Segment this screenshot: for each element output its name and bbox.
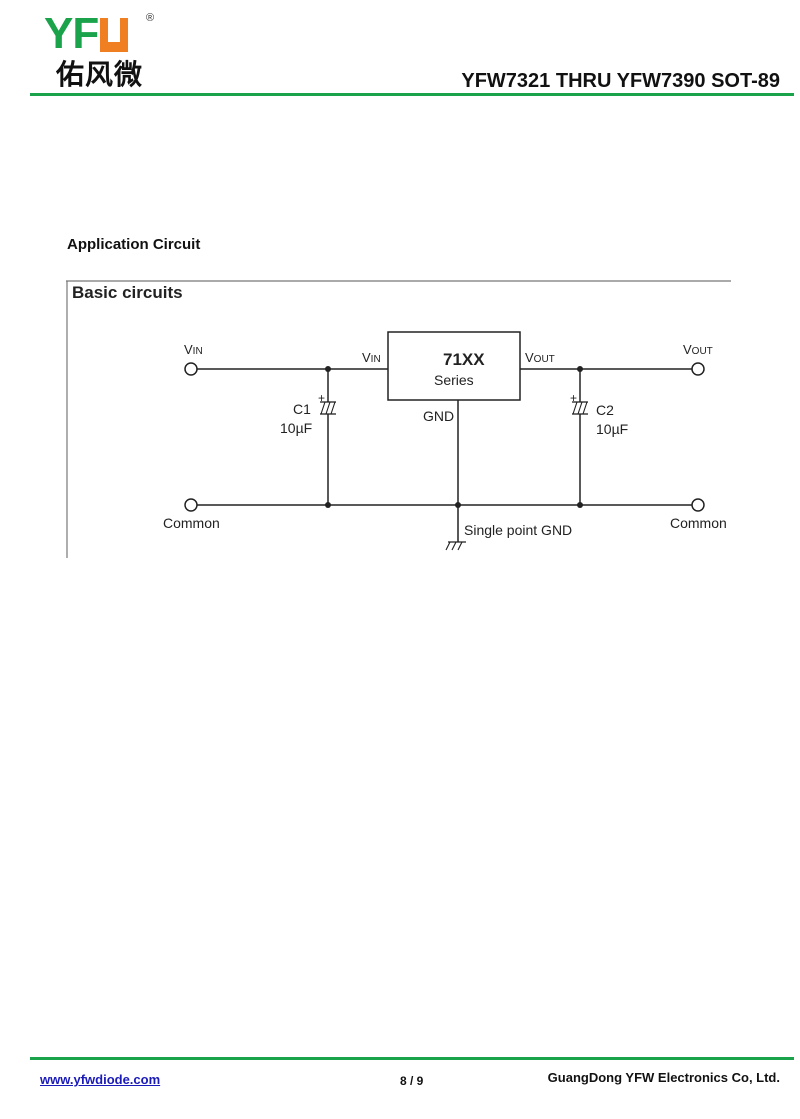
common-right-label: Common (670, 515, 727, 531)
ic-gnd-pin-label: GND (423, 408, 455, 424)
common-terminal-left (184, 498, 198, 512)
label-main: V (683, 342, 692, 357)
c1-polarity: + (318, 391, 326, 405)
label-main: V (525, 350, 534, 365)
regulator-ic-box (387, 331, 521, 401)
website-link[interactable]: www.yfwdiode.com (40, 1072, 161, 1087)
single-point-gnd-label: Single point GND (464, 522, 573, 538)
label-main: V (184, 342, 193, 357)
vin-terminal (184, 362, 198, 376)
section-title: Application Circuit (67, 236, 201, 253)
circuit-box-title: Basic circuits (72, 283, 183, 302)
company-name: GuangDong YFW Electronics Co, Ltd. (547, 1070, 780, 1085)
page-number: 8 / 9 (400, 1074, 424, 1088)
label-subscript: IN (192, 346, 203, 357)
registered-mark: ® (146, 12, 155, 24)
logo-chinese-name: 佑风微 (56, 58, 144, 91)
c2-value: 10µF (596, 421, 629, 437)
label-subscript: IN (370, 354, 381, 365)
c1-value: 10µF (280, 420, 313, 436)
common-left-label: Common (163, 515, 220, 531)
ic-part-number: 71XX (443, 350, 485, 369)
label-main: V (362, 350, 371, 365)
header-divider (30, 93, 794, 96)
footer-divider (30, 1057, 794, 1060)
logo-text: YF (44, 9, 99, 58)
common-terminal-right (691, 498, 705, 512)
company-logo: YF ® 佑风微 (44, 12, 164, 92)
c2-name: C2 (596, 402, 614, 418)
vout-terminal (691, 362, 705, 376)
label-subscript: OUT (533, 354, 555, 365)
vin-terminal-label: VIN (184, 342, 203, 357)
circuit-schematic (66, 280, 731, 558)
logo-latin: YF (44, 9, 129, 58)
c2-polarity: + (570, 391, 578, 405)
vout-terminal-label: VOUT (683, 342, 713, 357)
circuit-diagram: Basic circuits VIN VIN VOUT VOUT 71XX Se… (66, 280, 731, 560)
ic-vout-pin-label: VOUT (525, 350, 555, 365)
ground-icon (445, 541, 466, 551)
c1-capacitor-symbol (320, 369, 336, 505)
label-subscript: OUT (691, 346, 713, 357)
ic-series-label: Series (434, 372, 474, 388)
c1-name: C1 (293, 401, 311, 417)
document-title: YFW7321 THRU YFW7390 SOT-89 (461, 70, 780, 92)
c2-capacitor-symbol (572, 369, 588, 505)
ic-vin-pin-label: VIN (362, 350, 381, 365)
logo-w-glyph (100, 18, 129, 52)
